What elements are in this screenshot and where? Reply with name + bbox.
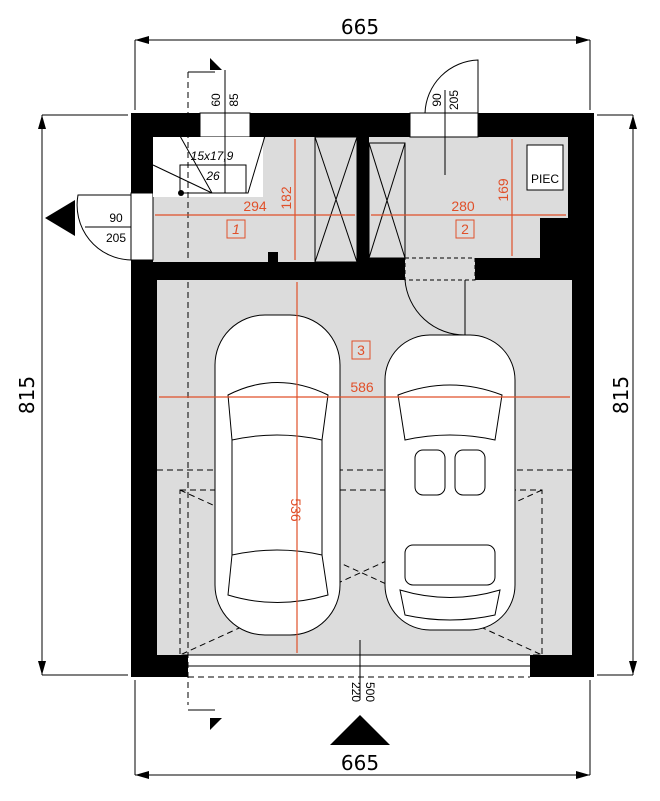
- shaft-right: [368, 142, 406, 259]
- room-1-dimensions: 294 182 1: [155, 139, 355, 260]
- entrance-marker-bottom: [330, 715, 390, 745]
- room-3-dimensions: 586 536 3: [159, 282, 570, 653]
- room-2-depth: 169: [495, 178, 511, 202]
- shaft-left: [314, 136, 358, 263]
- dimension-left-label: 815: [15, 376, 39, 414]
- room-3-width: 586: [350, 379, 374, 395]
- room-3-number: 3: [357, 342, 365, 358]
- room-2-dimensions: 280 169 2: [371, 139, 566, 256]
- garage-door-width: 500: [363, 682, 377, 702]
- dimension-top-label: 665: [341, 15, 379, 39]
- dimension-bottom-label: 665: [341, 751, 379, 775]
- door-inner-opening: [404, 257, 476, 281]
- room-1-depth: 182: [278, 186, 294, 210]
- stairs-tread-label: 26: [205, 169, 220, 183]
- door-top-height: 205: [447, 90, 461, 110]
- stairs-steps-label: 15x17,9: [191, 149, 234, 163]
- window-height: 85: [227, 93, 241, 107]
- dimension-bottom: 665: [134, 680, 591, 779]
- stairs: 15x17,9 26: [152, 135, 266, 196]
- dimension-right: 815: [597, 114, 637, 676]
- room-2-number: 2: [461, 221, 469, 237]
- garage-door-track: [179, 489, 543, 656]
- room-3-depth: 536: [288, 498, 304, 522]
- section-marker-top: [210, 58, 222, 70]
- dimension-top: 665: [134, 15, 591, 110]
- car-sedan: [214, 314, 341, 636]
- door-left-opening: [130, 192, 154, 261]
- furnace-label: PIEC: [531, 172, 559, 186]
- door-left-height: 205: [106, 231, 126, 245]
- car-hatchback: [384, 334, 516, 631]
- door-top-opening: [409, 112, 479, 138]
- room-1-number: 1: [232, 221, 240, 237]
- entrance-marker-left: [45, 200, 75, 236]
- section-marker-bottom: [210, 718, 222, 730]
- garage-door-height: 220: [349, 682, 363, 702]
- room-1-width: 294: [243, 198, 267, 214]
- door-top-swing: [424, 59, 479, 114]
- door-left-width: 90: [109, 211, 123, 225]
- furnace: [526, 144, 564, 191]
- window-width: 60: [209, 93, 223, 107]
- room-2-width: 280: [451, 198, 475, 214]
- door-top-width: 90: [430, 93, 444, 107]
- dimension-left: 815: [15, 114, 128, 676]
- door-left-swing: [76, 194, 132, 261]
- dimension-right-label: 815: [609, 376, 633, 414]
